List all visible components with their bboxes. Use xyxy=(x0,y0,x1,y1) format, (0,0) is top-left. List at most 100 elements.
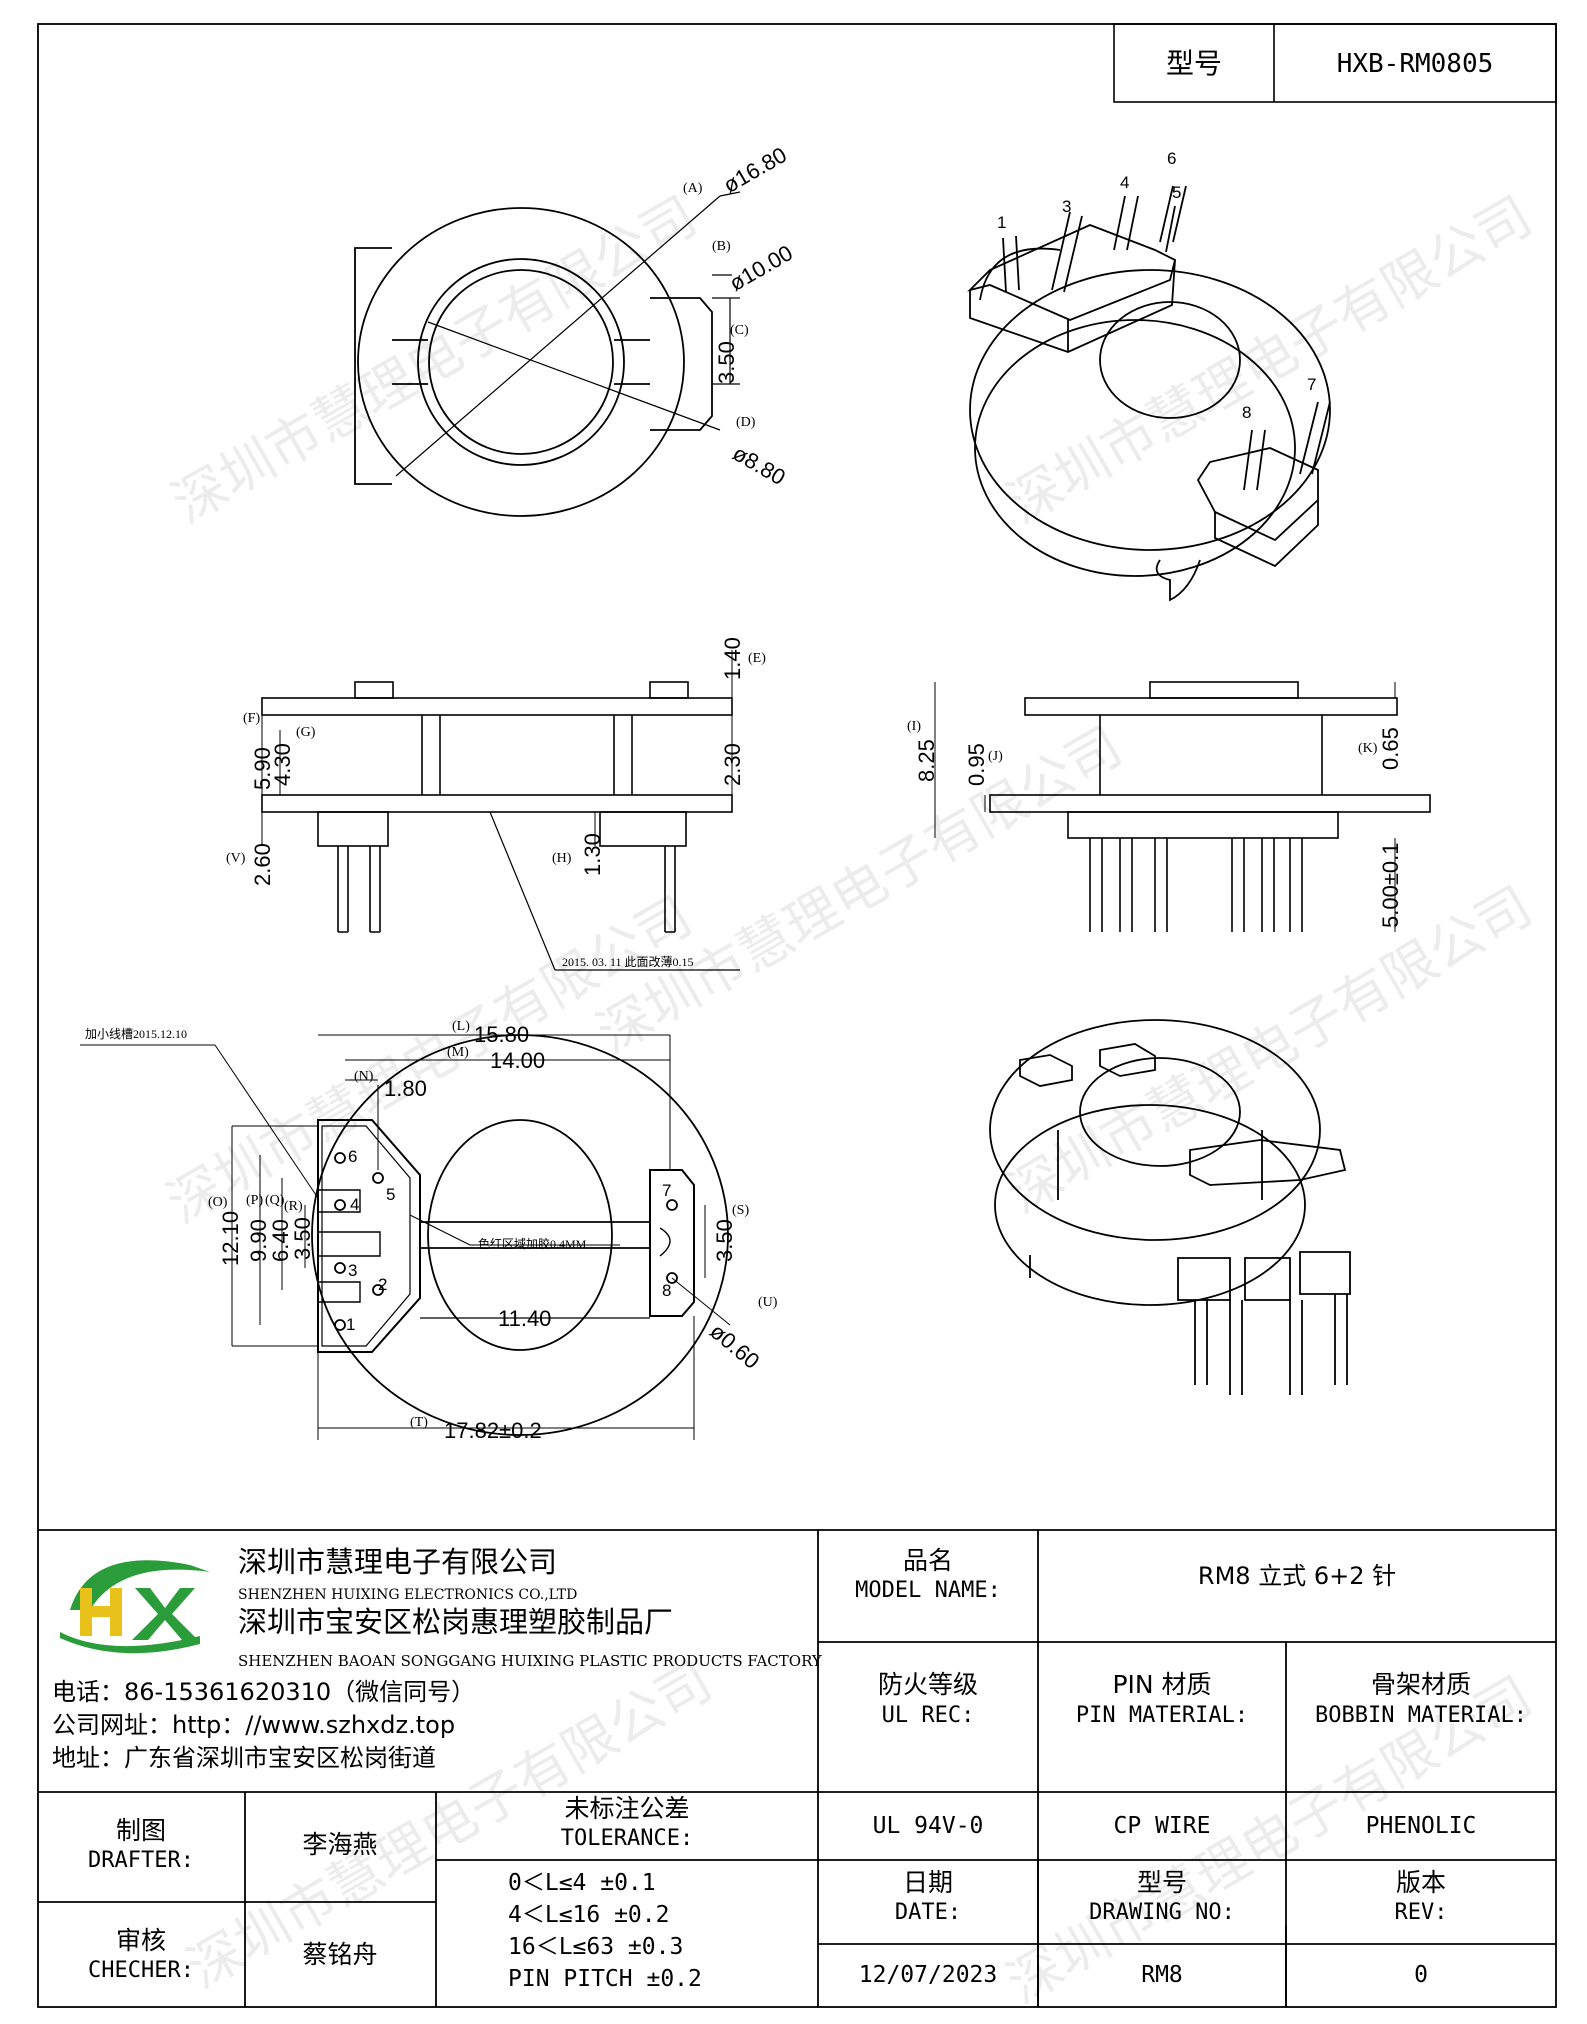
dim-label-r: (R) xyxy=(284,1199,303,1214)
drafter-name: 李海燕 xyxy=(302,1830,378,1859)
dim-label-v: (V) xyxy=(226,851,246,866)
pin-material-label-cn: PIN 材质 xyxy=(1112,1670,1212,1699)
bottom-pin-label: 4 xyxy=(350,1195,360,1214)
company-website: 公司网址：http：//www.szhxdz.top xyxy=(52,1711,456,1739)
iso-pin-label: 8 xyxy=(1242,403,1252,422)
dim-label-s: (S) xyxy=(732,1203,750,1218)
company-phone: 电话：86-15361620310（微信同号） xyxy=(52,1678,476,1706)
dim-label-k: (K) xyxy=(1358,741,1378,756)
drawing-no-label-en: DRAWING NO: xyxy=(1089,1900,1235,1925)
dim-value-2-30: 2.30 xyxy=(720,743,745,786)
model-name-label-cn: 品名 xyxy=(902,1546,954,1575)
date-label-en: DATE: xyxy=(894,1900,962,1925)
dim-value-c: 3.50 xyxy=(714,341,739,384)
date-label-cn: 日期 xyxy=(902,1868,954,1897)
dim-label-a: (A) xyxy=(683,181,703,196)
iso-pin-label: 3 xyxy=(1062,197,1072,216)
bobbin-material-label-cn: 骨架材质 xyxy=(1370,1670,1472,1699)
dim-label-i: (I) xyxy=(907,719,921,734)
rev-label-en: REV: xyxy=(1394,1900,1448,1925)
bottom-pin-label: 8 xyxy=(662,1281,672,1300)
dim-value-m: 14.00 xyxy=(490,1048,546,1073)
tolerance-line: 0＜L≤4 ±0.1 xyxy=(508,1870,656,1896)
dim-value-5-00: 5.00±0.1 xyxy=(1378,842,1403,928)
dim-label-d: (D) xyxy=(736,415,756,430)
bottom-pin-label: 1 xyxy=(346,1315,356,1334)
dim-value-r: 3.50 xyxy=(290,1217,315,1260)
dim-label-p: (P) xyxy=(246,1193,264,1208)
rev-label-cn: 版本 xyxy=(1395,1868,1447,1897)
dim-label-g: (G) xyxy=(296,725,316,740)
dim-label-j: (J) xyxy=(988,749,1003,764)
dim-value-t: 17.82±0.2 xyxy=(444,1418,542,1443)
ul-value: UL 94V-0 xyxy=(872,1813,984,1839)
iso-pin-label: 6 xyxy=(1167,149,1177,168)
bobbin-material-value: PHENOLIC xyxy=(1365,1813,1477,1839)
iso-pin-label: 7 xyxy=(1307,375,1317,394)
factory-name-en: SHENZHEN BAOAN SONGGANG HUIXING PLASTIC … xyxy=(238,1652,822,1670)
dim-value-e: 1.40 xyxy=(720,637,745,680)
dim-label-l: (L) xyxy=(452,1019,470,1034)
ul-label-cn: 防火等级 xyxy=(877,1670,979,1699)
dim-label-t: (T) xyxy=(410,1415,428,1430)
company-name-cn: 深圳市慧理电子有限公司 xyxy=(238,1545,558,1579)
drawing-no-label-cn: 型号 xyxy=(1136,1868,1188,1897)
bottom-view-slot-note: 加小线槽2015.12.10 xyxy=(85,1027,188,1041)
iso-view-top xyxy=(967,185,1331,602)
bobbin-material-label-en: BOBBIN MATERIAL: xyxy=(1315,1703,1527,1728)
tolerance-line: 4＜L≤16 ±0.2 xyxy=(508,1902,670,1928)
drawing-no-value: RM8 xyxy=(1141,1962,1183,1988)
checker-label-en: CHECHER: xyxy=(88,1958,194,1983)
company-logo xyxy=(60,1560,210,1654)
checker-label-cn: 审核 xyxy=(115,1926,167,1955)
dim-label-n: (N) xyxy=(354,1069,374,1084)
dim-label-u: (U) xyxy=(758,1295,778,1310)
iso-pin-label: 5 xyxy=(1172,183,1182,202)
dim-label-f: (F) xyxy=(243,711,261,726)
model-name-value: RM8 立式 6+2 针 xyxy=(1197,1562,1397,1590)
dim-value-p: 9.90 xyxy=(246,1219,271,1262)
bottom-view-red-note: 色红区域加胶0.4MM xyxy=(478,1237,587,1251)
iso-view-bottom xyxy=(989,1019,1351,1395)
iso-pin-label: 4 xyxy=(1120,173,1130,192)
drafter-label-cn: 制图 xyxy=(115,1816,167,1845)
tolerance-line: 16＜L≤63 ±0.3 xyxy=(508,1934,684,1960)
dim-label-q: (Q) xyxy=(265,1193,285,1208)
bottom-pin-label: 2 xyxy=(378,1275,388,1294)
company-name-en: SHENZHEN HUIXING ELECTRONICS CO.,LTD xyxy=(238,1587,578,1603)
bottom-pin-label: 5 xyxy=(386,1185,396,1204)
front-view xyxy=(261,650,740,971)
dim-value-k: 0.65 xyxy=(1378,727,1403,770)
pin-material-label-en: PIN MATERIAL: xyxy=(1075,1703,1249,1728)
dim-value-v: 2.60 xyxy=(250,843,275,886)
dim-value-h: 1.30 xyxy=(580,833,605,876)
header-model-label: 型号 xyxy=(1165,47,1223,80)
dim-value-n: 1.80 xyxy=(384,1076,427,1101)
dim-label-c: (C) xyxy=(730,323,749,338)
dim-label-h: (H) xyxy=(552,851,572,866)
pin-material-value: CP WIRE xyxy=(1113,1813,1211,1839)
dim-value-i: 8.25 xyxy=(914,739,939,782)
bottom-view xyxy=(80,1034,731,1440)
factory-name-cn: 深圳市宝安区松岗惠理塑胶制品厂 xyxy=(238,1605,674,1639)
dim-label-b: (B) xyxy=(712,239,731,254)
tolerance-label-cn: 未标注公差 xyxy=(564,1794,690,1823)
bottom-pin-label: 3 xyxy=(348,1261,358,1280)
side-view xyxy=(934,681,1431,932)
company-address: 地址：广东省深圳市宝安区松岗街道 xyxy=(52,1744,436,1772)
rev-value: 0 xyxy=(1414,1962,1428,1988)
drafter-label-en: DRAFTER: xyxy=(88,1848,194,1873)
dim-value-g: 4.30 xyxy=(270,743,295,786)
bottom-pin-label: 6 xyxy=(348,1147,358,1166)
dim-value-o: 12.10 xyxy=(218,1210,243,1266)
dim-value-s: 3.50 xyxy=(712,1219,737,1262)
dim-label-o: (O) xyxy=(208,1195,228,1210)
iso-pin-label: 1 xyxy=(997,213,1007,232)
dim-value-11-40: 11.40 xyxy=(498,1306,552,1331)
ul-label-en: UL REC: xyxy=(881,1703,975,1728)
date-value: 12/07/2023 xyxy=(858,1962,998,1988)
title-block-lines xyxy=(38,1529,1556,2007)
tolerance-line: PIN PITCH ±0.2 xyxy=(508,1966,702,1992)
